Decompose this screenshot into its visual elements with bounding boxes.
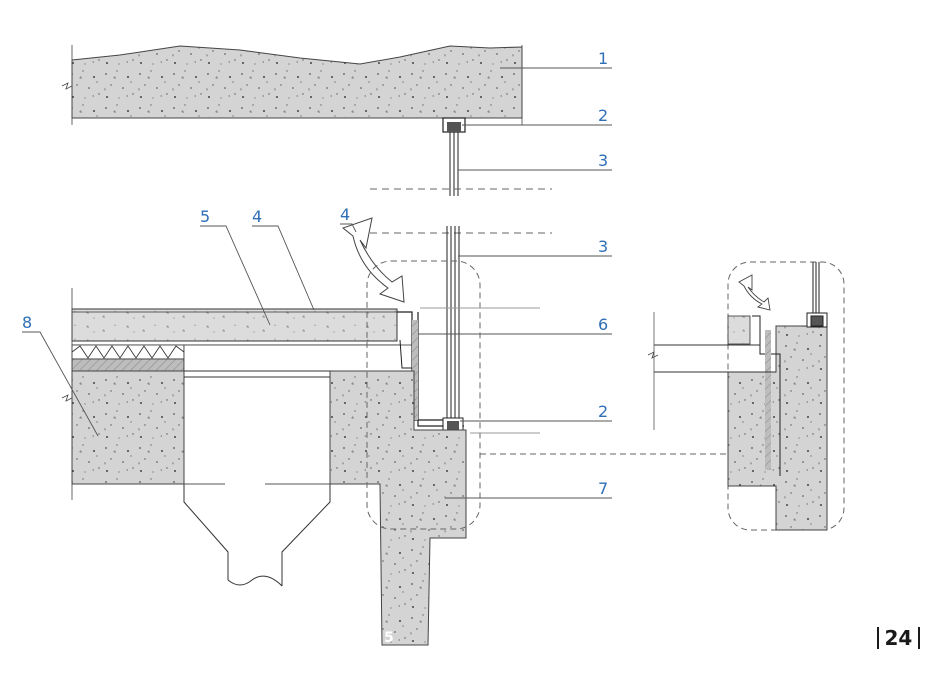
detail-boundary xyxy=(366,260,481,530)
callout-3-bottom: 3 xyxy=(598,237,608,256)
airflow-arrow-small xyxy=(738,274,771,311)
page-number-right-bar xyxy=(918,627,920,649)
floor-screed xyxy=(71,308,398,342)
callout-labels: 1 2 3 3 4 4 5 6 2 7 8 xyxy=(22,49,608,498)
airflow-arrow-large xyxy=(341,217,405,303)
room-below-outline xyxy=(183,370,331,587)
partial-label: 5 xyxy=(384,630,394,646)
glass-panel-lower xyxy=(446,226,460,422)
callout-7: 7 xyxy=(598,479,608,498)
channel-profile xyxy=(397,311,464,431)
structural-beam xyxy=(329,370,467,646)
page-number-value: 24 xyxy=(884,626,913,650)
page-number: 24 xyxy=(877,627,920,649)
callout-5: 5 xyxy=(200,207,210,226)
top-guide-profile xyxy=(442,117,466,133)
hatched-layer xyxy=(71,358,185,372)
page-number-left-bar xyxy=(877,627,879,649)
ceiling-slab xyxy=(71,45,523,119)
leader-lines xyxy=(22,67,612,499)
glass-panel-upper xyxy=(449,132,459,196)
callout-2-bottom: 2 xyxy=(598,402,608,421)
callout-4-right: 4 xyxy=(340,205,350,224)
callout-4-left: 4 xyxy=(252,207,262,226)
callout-8: 8 xyxy=(22,313,32,332)
callout-2-top: 2 xyxy=(598,106,608,125)
enlarged-concrete xyxy=(727,325,828,531)
callout-1: 1 xyxy=(598,49,608,68)
callout-3-top: 3 xyxy=(598,151,608,170)
left-wall xyxy=(71,370,185,485)
callout-6: 6 xyxy=(598,315,608,334)
